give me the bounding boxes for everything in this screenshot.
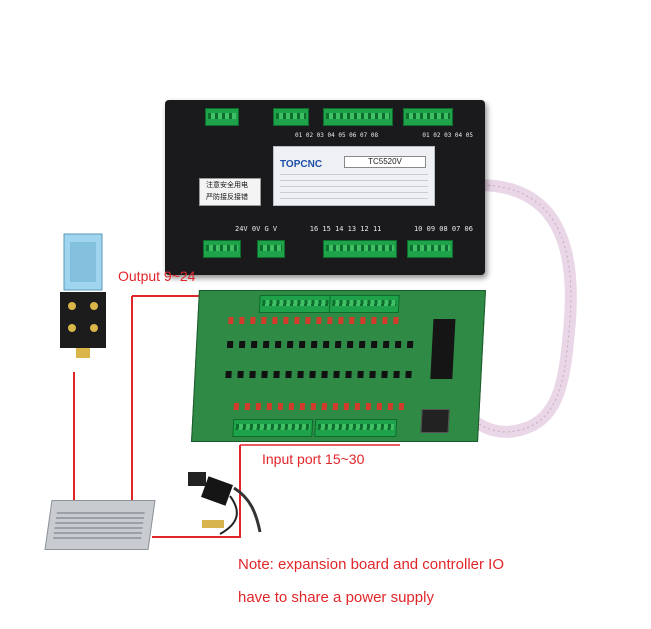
input-label: Input port 15~30 xyxy=(262,451,365,467)
terminal-block xyxy=(323,108,393,126)
optocoupler-row xyxy=(225,371,412,378)
top-terminal-labels: 01 02 03 04 05 06 07 08 01 02 03 04 05 xyxy=(177,128,473,142)
ic-chips xyxy=(430,319,456,379)
terminal-block xyxy=(328,295,400,313)
power-supply xyxy=(44,500,156,550)
limit-switch xyxy=(188,472,262,535)
note-line-2: have to share a power supply xyxy=(238,589,434,606)
led-row xyxy=(233,403,405,410)
terminal-block xyxy=(203,240,241,258)
bottom-terminal-text-right: 10 09 08 07 06 xyxy=(413,225,473,233)
terminal-block xyxy=(205,108,239,126)
terminal-block xyxy=(257,240,285,258)
terminal-block xyxy=(323,240,397,258)
top-terminal-text-right: 01 02 03 04 05 xyxy=(422,131,473,139)
expansion-board xyxy=(191,290,486,442)
led-row xyxy=(228,317,399,324)
brand-logo: TOPCNC xyxy=(280,159,323,170)
note-line-1: Note: expansion board and controller IO xyxy=(238,556,504,573)
optocoupler-row xyxy=(226,341,414,348)
bottom-terminal-text: 16 15 14 13 12 11 xyxy=(309,225,382,233)
warning-line-1: 注意安全用电 xyxy=(206,181,248,189)
model-number: TC5520V xyxy=(344,156,426,168)
warning-sticker: 注意安全用电 严防接反接错 xyxy=(199,178,261,206)
terminal-block xyxy=(403,108,453,126)
warning-line-2: 严防接反接错 xyxy=(206,193,248,201)
psu-vents xyxy=(53,509,146,539)
terminal-block xyxy=(258,295,332,313)
terminal-block xyxy=(232,419,314,437)
bottom-terminal-labels: 24V 0V G V 16 15 14 13 12 11 10 09 08 07… xyxy=(177,222,473,236)
power-terminal-text: 24V 0V G V xyxy=(235,225,278,233)
top-terminal-text: 01 02 03 04 05 06 07 08 xyxy=(295,131,379,139)
label-plate: TOPCNC TC5520V xyxy=(273,146,435,206)
terminal-block xyxy=(407,240,453,258)
terminal-block xyxy=(273,108,309,126)
spec-lines xyxy=(280,173,428,199)
output-label: Output 9~24 xyxy=(118,268,196,284)
cnc-controller: 01 02 03 04 05 06 07 08 01 02 03 04 05 T… xyxy=(165,100,485,275)
relay-module xyxy=(60,233,106,358)
ribbon-connector xyxy=(420,409,450,433)
terminal-block xyxy=(314,419,398,437)
